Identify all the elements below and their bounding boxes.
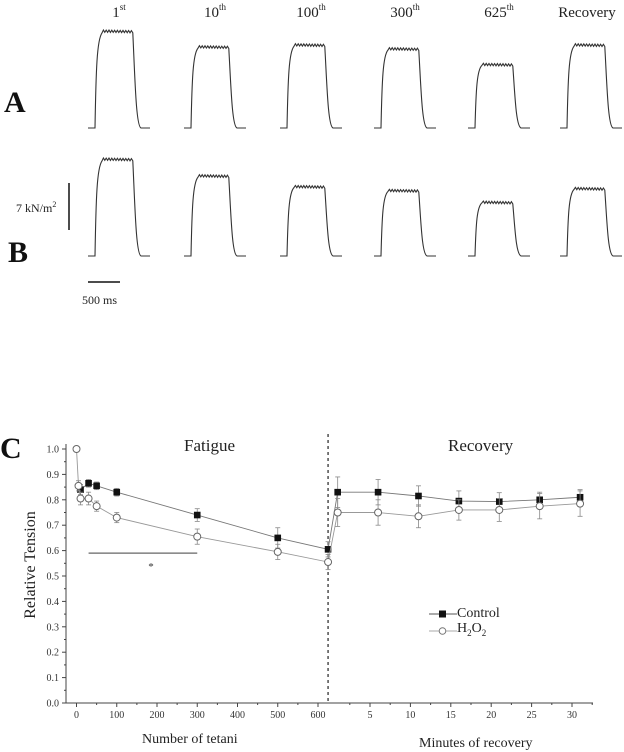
force-traces: [68, 28, 622, 283]
x-tick-label-fatigue: 200: [150, 710, 165, 721]
column-label-recovery: Recovery: [558, 5, 616, 21]
trace-a-1: [184, 44, 246, 129]
data-point-h2o2: [193, 532, 202, 541]
data-point-control: [324, 546, 332, 553]
y-tick-label: 0.4: [47, 597, 60, 608]
data-point-h2o2: [76, 494, 85, 503]
panel-letter-a: A: [4, 86, 26, 119]
y-tick-label: 0.7: [47, 521, 60, 532]
column-label-1st: 1st: [112, 2, 126, 21]
x-tick-label-recovery: 10: [405, 710, 415, 721]
data-point-h2o2: [333, 508, 342, 517]
trace-b-2: [280, 184, 342, 257]
data-point-control: [77, 486, 84, 493]
y-axis-label: Relative Tension: [22, 511, 39, 619]
y-tick-label: 0.0: [47, 699, 60, 710]
y-tick-label: 0.5: [47, 572, 60, 583]
trace-b-3: [374, 188, 436, 257]
data-point-control: [193, 511, 201, 519]
filled-square-marker-icon: [429, 610, 457, 617]
h2o2-label: H2O2: [457, 621, 487, 638]
y-tick-label: 0.2: [47, 648, 60, 659]
data-point-h2o2: [414, 512, 423, 521]
data-point-h2o2: [92, 502, 101, 511]
x-axis-label-recovery: Minutes of recovery: [419, 736, 533, 751]
y-tick-label: 0.1: [47, 673, 60, 684]
data-point-h2o2: [535, 502, 544, 511]
x-tick-label-fatigue: 600: [311, 710, 326, 721]
column-label-625th: 625th: [484, 2, 514, 21]
y-tick-label: 0.9: [47, 470, 60, 481]
data-point-h2o2: [84, 494, 93, 503]
data-point-h2o2: [112, 513, 121, 522]
trace-a-5: [560, 42, 622, 129]
data-point-h2o2: [576, 499, 585, 508]
data-point-h2o2: [495, 505, 504, 514]
data-point-h2o2: [454, 505, 463, 514]
panel-letter-b: B: [8, 236, 29, 269]
data-point-h2o2: [324, 558, 333, 567]
data-point-h2o2: [72, 445, 81, 453]
y-tick-label: 0.8: [47, 495, 60, 506]
significance-asterisk: *: [148, 561, 154, 573]
x-tick-label-recovery: 5: [368, 710, 373, 721]
x-axis-label-fatigue: Number of tetani: [142, 732, 238, 747]
trace-a-4: [468, 62, 530, 129]
x-tick-label-fatigue: 100: [109, 710, 124, 721]
column-label-100th: 100th: [296, 2, 326, 21]
trace-a-0: [88, 28, 150, 129]
x-tick-label-fatigue: 400: [230, 710, 245, 721]
data-point-control: [113, 488, 121, 496]
trace-b-1: [184, 173, 246, 257]
x-tick-label-fatigue: 300: [190, 710, 205, 721]
x-tick-label-recovery: 30: [567, 710, 577, 721]
trace-a-2: [280, 42, 342, 129]
trace-b-4: [468, 200, 530, 257]
data-point-control: [93, 482, 100, 490]
column-label-300th: 300th: [390, 2, 420, 21]
data-point-control: [415, 492, 422, 500]
y-tick-label: 0.3: [47, 622, 60, 633]
data-point-control: [85, 479, 92, 487]
trace-a-3: [374, 46, 436, 129]
panel-letter-c: C: [0, 432, 22, 465]
series-line-h2o2: [76, 448, 581, 563]
legend-item-h2o2: H2O2: [429, 621, 500, 641]
trace-b-0: [88, 156, 150, 257]
x-tick-label-recovery: 20: [486, 710, 496, 721]
series-line-control: [80, 482, 581, 550]
time-scale-label: 500 ms: [82, 293, 118, 307]
column-label-10th: 10th: [203, 2, 226, 21]
y-tick-label: 0.6: [47, 546, 60, 557]
data-point-control: [334, 488, 341, 496]
trace-b-5: [560, 186, 622, 257]
data-point-h2o2: [273, 547, 282, 556]
x-tick-label-recovery: 25: [527, 710, 537, 721]
section-label-fatigue: Fatigue: [184, 436, 235, 455]
section-label-recovery: Recovery: [448, 436, 514, 455]
x-tick-label-fatigue: 500: [270, 710, 285, 721]
data-point-control: [274, 534, 282, 542]
y-tick-label: 1.0: [47, 445, 60, 456]
data-point-h2o2: [74, 481, 83, 490]
open-circle-marker-icon: [429, 627, 457, 635]
data-point-h2o2: [374, 508, 383, 517]
x-tick-label-fatigue: 0: [74, 710, 79, 721]
legend-item-control: Control: [429, 606, 500, 621]
force-scale-label: 7 kN/m2: [16, 200, 57, 215]
data-point-control: [374, 488, 382, 496]
x-tick-label-recovery: 15: [446, 710, 456, 721]
legend: Control H2O2: [429, 606, 500, 641]
